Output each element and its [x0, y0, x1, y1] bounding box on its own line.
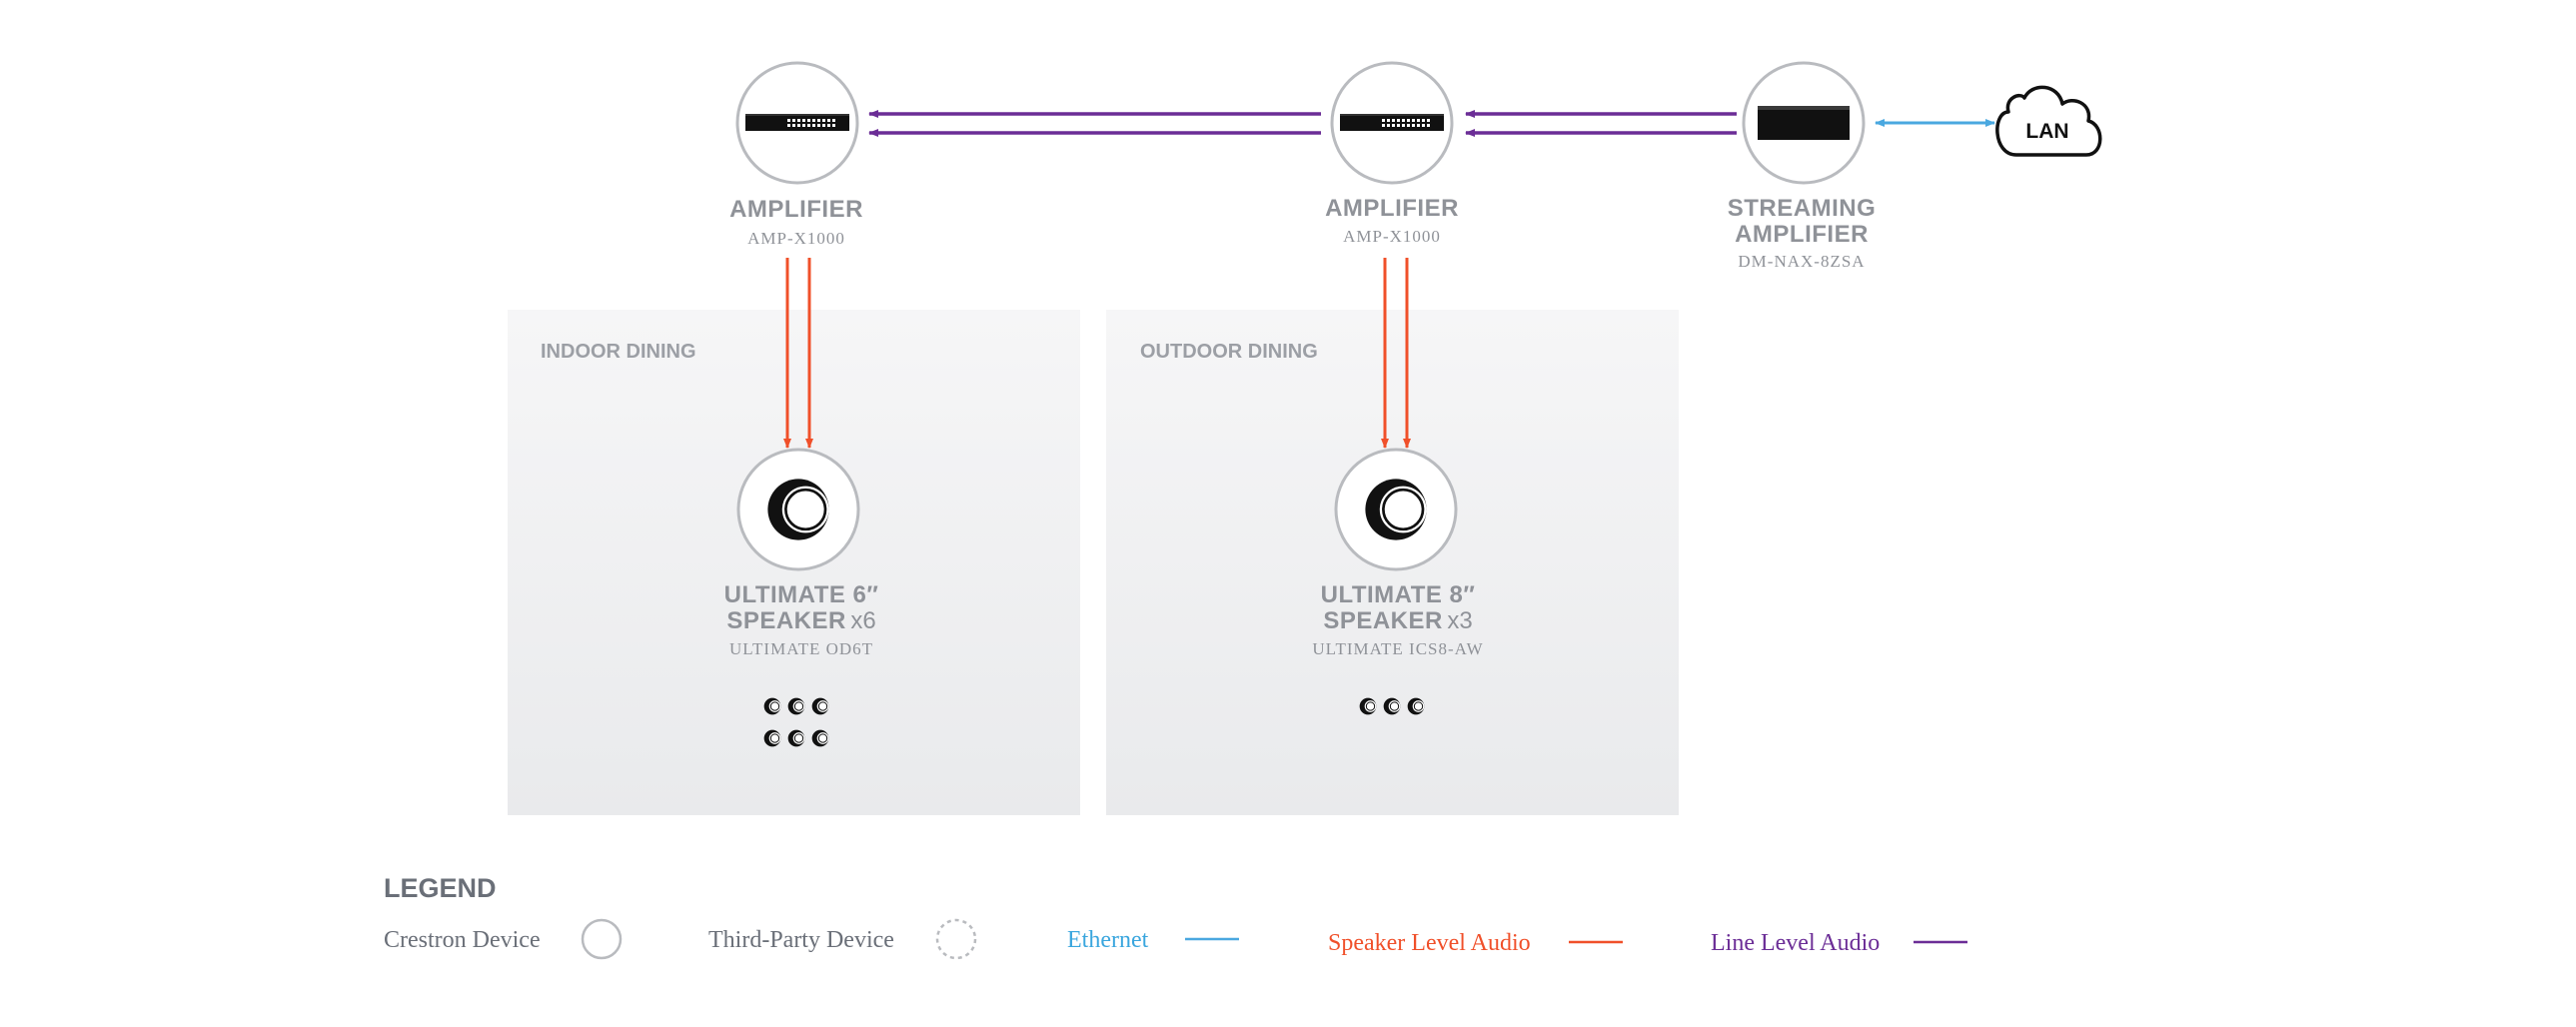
amplifier-2-node[interactable]: AMPLIFIER AMP-X1000: [1325, 61, 1459, 246]
cloud-icon: [1995, 85, 2102, 157]
amplifier-1-model: AMP-X1000: [747, 229, 845, 248]
mini-speaker-icon: [787, 697, 805, 715]
zone-outdoor-label: OUTDOOR DINING: [1140, 341, 1318, 363]
outdoor-speaker-name: SPEAKER: [1323, 607, 1443, 634]
streaming-amplifier-title-line1: STREAMING: [1728, 195, 1877, 222]
legend-third-party-label: Third-Party Device: [708, 927, 894, 953]
legend-title: LEGEND: [384, 873, 497, 903]
amplifier-2-title: AMPLIFIER: [1325, 195, 1459, 222]
outdoor-speaker-model: ULTIMATE ICS8-AW: [1312, 639, 1483, 658]
legend-ethernet-label: Ethernet: [1067, 927, 1149, 953]
outdoor-speaker-quantity: x3: [1447, 607, 1472, 634]
third-party-device-icon: [935, 918, 977, 960]
indoor-speaker-model: ULTIMATE OD6T: [729, 639, 873, 658]
mini-speaker-icon: [811, 729, 829, 747]
amplifier-icon: [745, 114, 849, 131]
streaming-amplifier-icon: [1758, 106, 1850, 140]
amplifier-1-title: AMPLIFIER: [729, 196, 863, 223]
streaming-amplifier-node[interactable]: STREAMING AMPLIFIER DM-NAX-8ZSA: [1728, 61, 1877, 271]
outdoor-speaker-count-icons: [1359, 697, 1425, 715]
outdoor-speaker-node[interactable]: ULTIMATE 8″ SPEAKER x3 ULTIMATE ICS8-AW: [1312, 448, 1483, 658]
mini-speaker-icon: [763, 729, 781, 747]
mini-speaker-icon: [787, 729, 805, 747]
streaming-amplifier-model: DM-NAX-8ZSA: [1738, 252, 1865, 271]
lan-label: LAN: [2025, 120, 2068, 143]
legend-speaker-audio-label: Speaker Level Audio: [1328, 930, 1531, 956]
line-level-connections: [868, 110, 1737, 137]
legend-crestron-label: Crestron Device: [384, 927, 541, 953]
outdoor-speaker-title-line2: SPEAKER x3: [1323, 607, 1472, 634]
speaker-icon: [1364, 478, 1428, 541]
indoor-speaker-node[interactable]: ULTIMATE 6″ SPEAKER x6 ULTIMATE OD6T: [724, 448, 879, 658]
legend: LEGEND Crestron Device Third-Party Devic…: [384, 873, 1967, 960]
mini-speaker-icon: [1359, 697, 1377, 715]
mini-speaker-icon: [811, 697, 829, 715]
mini-speaker-icon: [763, 697, 781, 715]
amplifier-1-node[interactable]: AMPLIFIER AMP-X1000: [729, 61, 863, 248]
speaker-level-connections: [783, 258, 1411, 449]
crestron-device-icon: [581, 918, 623, 960]
legend-line-audio-label: Line Level Audio: [1711, 930, 1880, 956]
streaming-amplifier-title-line2: AMPLIFIER: [1735, 221, 1869, 248]
mini-speaker-icon: [1407, 697, 1425, 715]
amplifier-2-model: AMP-X1000: [1343, 227, 1441, 246]
lan-cloud[interactable]: LAN: [1995, 85, 2102, 157]
indoor-speaker-title-line1: ULTIMATE 6″: [724, 581, 879, 608]
indoor-speaker-name: SPEAKER: [726, 607, 846, 634]
mini-speaker-icon: [1383, 697, 1401, 715]
indoor-speaker-quantity: x6: [850, 607, 875, 634]
zone-indoor-label: INDOOR DINING: [541, 341, 696, 363]
speaker-icon: [766, 478, 830, 541]
outdoor-speaker-title-line1: ULTIMATE 8″: [1321, 581, 1476, 608]
amplifier-icon: [1340, 114, 1444, 131]
indoor-speaker-title-line2: SPEAKER x6: [726, 607, 875, 634]
